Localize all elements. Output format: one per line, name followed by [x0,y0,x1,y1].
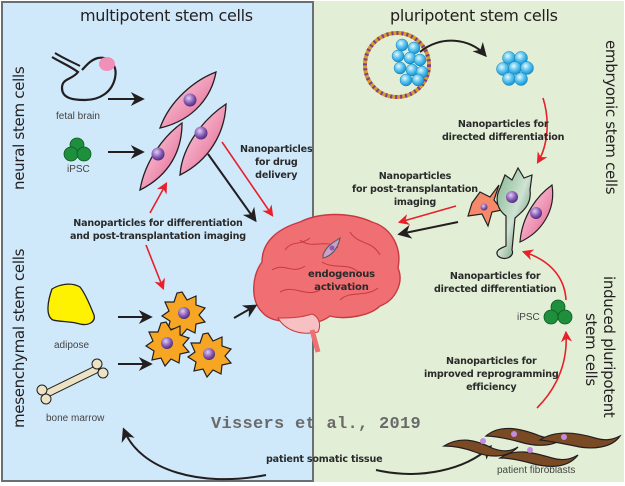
fibroblasts-icon [441,427,622,467]
note-reprogramming-efficiency: Nanoparticles for improved reprogramming… [424,356,559,393]
np-arrow-ipsc-directed-diff [521,249,567,301]
arrow-cells-to-brain [397,221,459,239]
induced-pluripotent-label-line1: induced pluripotent [600,276,618,418]
blastocyst-icon [363,31,431,99]
fetal-brain-label: fetal brain [56,111,100,122]
adipose-icon [47,283,95,326]
ipsc-left-icon [63,137,92,162]
ipsc-left-label: iPSC [67,164,90,175]
np-arrow-post-transplant [397,205,457,225]
patient-fibroblasts-label: patient fibroblasts [497,465,576,476]
embryonic-stem-cells-label: embryonic stem cells [602,40,620,195]
note-directed-diff-top: Nanoparticles for directed differentiati… [442,119,565,143]
esc-cluster-icon [496,51,534,86]
fetal-brain-icon [51,52,117,102]
np-arrow-esc-directed-diff [536,97,548,164]
mesenchymal-stem-cells-icon [144,291,233,379]
multipotent-panel [1,1,312,482]
patient-somatic-tissue-label: patient somatic tissue [266,454,383,465]
note-post-transplant-imaging: Nanoparticles for post-transplantation i… [352,171,478,208]
arrow-nsc-to-brain [207,153,257,223]
pluripotent-title: pluripotent stem cells [390,6,558,25]
arrow-msc-to-brain [233,304,258,319]
mesenchymal-stem-cells-label: mesenchymal stem cells [10,248,28,428]
arrow-icm-to-esc [419,39,487,58]
ipsc-right-icon [543,299,573,325]
neural-stem-cells-icon [139,70,227,192]
brain-icon [253,213,401,353]
differentiated-cells-icon [467,166,554,260]
np-arrow-to-nsc [149,182,168,214]
ipsc-right-label: iPSC [517,312,540,323]
induced-pluripotent-label-line2: stem cells [582,313,600,386]
note-directed-diff-bottom: Nanoparticles for directed differentiati… [434,271,557,295]
note-endogenous-activation: endogenous activation [308,269,375,293]
note-drug-delivery: Nanoparticles for drug delivery [240,144,313,181]
bone-icon [36,358,109,405]
np-arrow-reprogramming [536,330,573,409]
neural-stem-cells-label: neural stem cells [10,66,28,190]
citation: Vissers et al., 2019 [211,415,422,434]
adipose-label: adipose [54,340,90,351]
note-differentiation-imaging: Nanoparticles for differentiation and po… [70,218,246,242]
fibroblast-nuclei [480,431,567,453]
np-arrow-drug-delivery [221,141,274,217]
arrow-somatic-to-bone-marrow [121,427,267,481]
np-arrow-to-msc [145,244,165,291]
multipotent-title: multipotent stem cells [80,6,253,25]
bone-marrow-label: bone marrow [46,413,105,424]
